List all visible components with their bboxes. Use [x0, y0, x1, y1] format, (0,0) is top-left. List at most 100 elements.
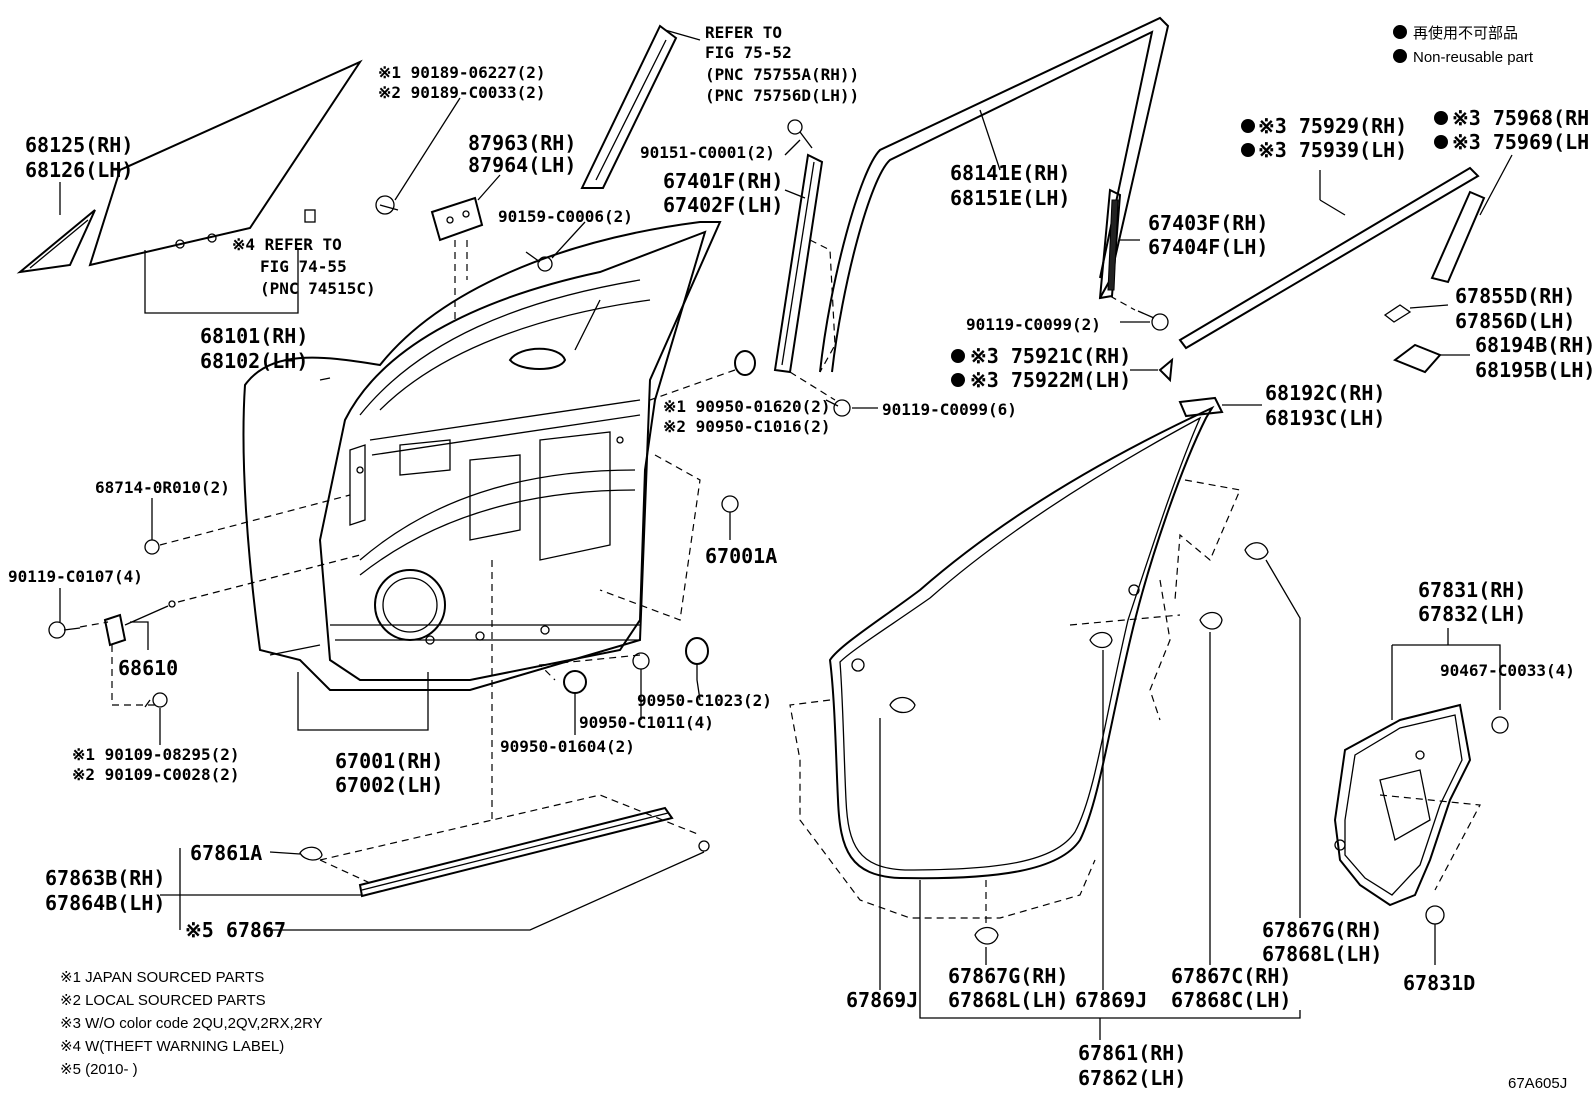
- emblem-75921: [1158, 357, 1174, 383]
- label-68193: 68193C(LH): [1265, 406, 1385, 430]
- non-reusable-bullet-icon: [1393, 25, 1407, 39]
- clip-67867: [698, 840, 710, 852]
- label-90119-c0099-2: 90119-C0099(2): [966, 315, 1101, 334]
- note-5: ※5 (2010- ): [60, 1061, 138, 1078]
- label-67001: 67001(RH): [335, 749, 443, 773]
- belt-moulding-75929: [1178, 166, 1480, 350]
- label-68194: 68194B(RH): [1475, 333, 1592, 357]
- figure-code: 67A605J: [1508, 1075, 1567, 1092]
- label-67868l-right: 67868L(LH): [1262, 942, 1382, 966]
- label-ref74-2: FIG 74-55: [260, 257, 347, 276]
- belt-moulding-refer: [580, 24, 678, 189]
- label-68195: 68195B(LH): [1475, 358, 1592, 382]
- label-75922: ※3 75922M(LH): [970, 368, 1131, 392]
- label-90109-1: ※1 90109-08295(2): [72, 745, 240, 764]
- non-reusable-bullet-icon: [951, 373, 965, 387]
- front-door-glass: [88, 59, 363, 267]
- note-1: ※1 JAPAN SOURCED PARTS: [60, 969, 264, 986]
- screw-90151: [787, 119, 813, 149]
- label-67869j-a: 67869J: [846, 988, 918, 1012]
- label-67402: 67402F(LH): [663, 193, 783, 217]
- label-68192: 68192C(RH): [1265, 381, 1385, 405]
- label-67404: 67404F(LH): [1148, 235, 1268, 259]
- label-67001a: 67001A: [705, 544, 777, 568]
- note-2: ※2 LOCAL SOURCED PARTS: [60, 992, 266, 1009]
- clip-67867g-bottom: [974, 926, 999, 945]
- bolt-90189: [375, 195, 399, 215]
- label-68101: 68101(RH): [200, 324, 308, 348]
- clip-67861a: [299, 846, 323, 861]
- note-4: ※4 W(THEFT WARNING LABEL): [60, 1038, 284, 1055]
- plug-67001a: [721, 495, 739, 513]
- service-hole-cover-67831: [1333, 703, 1472, 907]
- label-68102: 68102(LH): [200, 349, 308, 373]
- label-67867c: 67867C(RH): [1171, 964, 1291, 988]
- label-67403: 67403F(RH): [1148, 211, 1268, 235]
- label-67831d: 67831D: [1403, 971, 1475, 995]
- label-67855: 67855D(RH): [1455, 284, 1575, 308]
- label-87963: 87963(RH): [468, 131, 576, 155]
- quarter-glass: [16, 209, 96, 274]
- clip-67867c: [1199, 611, 1223, 630]
- label-75929: ※3 75929(RH): [1258, 114, 1407, 138]
- label-ref74-1: ※4 REFER TO: [232, 235, 342, 254]
- label-67867g-right: 67867G(RH): [1262, 918, 1382, 942]
- non-reusable-bullet-icon: [1241, 143, 1255, 157]
- front-door-panel: [242, 221, 722, 691]
- label-ref75-2: FIG 75-52: [705, 43, 792, 62]
- label-67862: 67862(LH): [1078, 1066, 1186, 1090]
- label-67867-star5: ※5 67867: [185, 918, 286, 942]
- non-reusable-bullet-icon: [1241, 119, 1255, 133]
- label-67869j-b: 67869J: [1075, 988, 1147, 1012]
- label-68141: 68141E(RH): [950, 161, 1070, 185]
- label-90950-c1011: 90950-C1011(4): [579, 713, 714, 732]
- clip-67869j-a: [889, 696, 916, 714]
- screw-90119-c0099-2: [1137, 310, 1169, 331]
- label-68125: 68125(RH): [25, 133, 133, 157]
- bolt-90119-c0099-6: [825, 399, 851, 417]
- clip-67831d: [1425, 905, 1445, 925]
- label-67861a: 67861A: [190, 841, 262, 865]
- label-67868l-bottom: 67868L(LH): [948, 988, 1068, 1012]
- label-68714: 68714-0R010(2): [95, 478, 230, 497]
- label-67856: 67856D(LH): [1455, 309, 1575, 333]
- label-68151: 68151E(LH): [950, 186, 1070, 210]
- theft-label-icon: [304, 209, 316, 223]
- non-reusable-bullet-icon: [951, 349, 965, 363]
- bolt-90109: [144, 692, 168, 708]
- non-reusable-bullet-icon: [1434, 111, 1448, 125]
- label-90119-c0099-6: 90119-C0099(6): [882, 400, 1017, 419]
- belt-weatherstrip-67863: [358, 806, 674, 898]
- label-90467: 90467-C0033(4): [1440, 661, 1575, 680]
- label-68610: 68610: [118, 656, 178, 680]
- legend-non-reusable-en: Non-reusable part: [1413, 49, 1534, 66]
- front-pillar-garnish-67401: [773, 153, 824, 374]
- door-check-68610: [103, 600, 176, 647]
- outside-handle-bracket: [430, 196, 484, 242]
- bolt-90119-c0107: [48, 621, 81, 639]
- hole-plug-90950-c1023: [685, 637, 709, 665]
- label-ref75-1: REFER TO: [705, 23, 782, 42]
- cover-68194: [1392, 343, 1442, 374]
- non-reusable-bullet-icon: [1434, 135, 1448, 149]
- label-90189-1: ※1 90189-06227(2): [378, 63, 546, 82]
- label-67831: 67831(RH): [1418, 578, 1526, 602]
- screw-90159: [525, 251, 553, 272]
- label-68126: 68126(LH): [25, 158, 133, 182]
- label-67868c: 67868C(LH): [1171, 988, 1291, 1012]
- note-3: ※3 W/O color code 2QU,2QV,2RX,2RY: [60, 1015, 323, 1032]
- label-87964: 87964(LH): [468, 153, 576, 177]
- label-75969: ※3 75969(LH): [1452, 130, 1592, 154]
- label-67002: 67002(LH): [335, 773, 443, 797]
- hole-plug-90950-01604: [563, 670, 587, 694]
- label-90950-01604: 90950-01604(2): [500, 737, 635, 756]
- clip-67855: [1383, 304, 1412, 323]
- rear-pillar-garnish-67403: [1098, 188, 1122, 300]
- label-90950-2: ※2 90950-C1016(2): [663, 417, 831, 436]
- door-frame-weatherstrip-68141: [819, 16, 1170, 373]
- label-67864: 67864B(LH): [45, 891, 165, 915]
- label-67863: 67863B(RH): [45, 866, 165, 890]
- label-ref75-4: (PNC 75756D(LH)): [705, 86, 859, 105]
- label-90159: 90159-C0006(2): [498, 207, 633, 226]
